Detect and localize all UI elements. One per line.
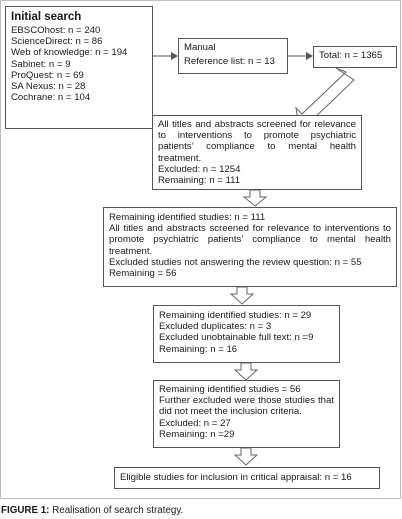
manual-title: Manual: [184, 42, 216, 53]
source-proquest: ProQuest: n = 69: [11, 69, 84, 81]
total-box: Total: n = 1365: [313, 46, 397, 68]
screening-2-excluded: Excluded studies not answering the revie…: [109, 256, 362, 268]
arrowhead-manual-to-total: [306, 52, 313, 60]
manual-reference-list: Reference list: n = 13: [184, 56, 275, 68]
eligible-box: Eligible studies for inclusion in critic…: [114, 467, 380, 489]
figure-caption: FIGURE 1: Realisation of search strategy…: [1, 505, 183, 516]
screening-3-unobtainable: Excluded unobtainable full text: n =9: [159, 332, 314, 344]
total-count: Total: n = 1365: [319, 50, 383, 61]
screening-1-remaining: Remaining: n = 111: [158, 175, 241, 187]
figure-caption-text: Realisation of search strategy.: [52, 505, 184, 516]
screening-4-identified: Remaining identified studies = 56: [159, 384, 301, 395]
screening-1-text: All titles and abstracts screened for re…: [158, 119, 356, 164]
screening-box-4: Remaining identified studies = 56 Furthe…: [153, 380, 340, 448]
arrowhead-initial-to-manual: [171, 52, 178, 60]
screening-1-excluded: Excluded: n = 1254: [158, 163, 241, 175]
screening-box-1: All titles and abstracts screened for re…: [152, 115, 362, 190]
source-web-of-knowledge: Web of knowledge: n = 194: [11, 47, 128, 59]
source-cochrane: Cochrane: n = 104: [11, 92, 91, 104]
screening-4-excluded: Excluded: n = 27: [159, 417, 231, 429]
screening-box-2: Remaining identified studies: n = 111 Al…: [103, 207, 397, 287]
screening-3-identified: Remaining identified studies: n = 29: [159, 310, 312, 321]
source-sciencedirect: ScienceDirect: n = 86: [11, 36, 103, 48]
source-sabinet: Sabinet: n = 9: [11, 58, 71, 70]
source-ebscohost: EBSCOhost: n = 240: [11, 25, 101, 36]
screening-box-3: Remaining identified studies: n = 29 Exc…: [153, 305, 340, 363]
initial-search-box: Initial search EBSCOhost: n = 240 Scienc…: [5, 6, 153, 129]
down-arrow-4: [233, 447, 259, 466]
screening-3-duplicates: Excluded duplicates: n = 3: [159, 321, 272, 333]
screening-4-remaining: Remaining: n =29: [159, 428, 235, 440]
figure-caption-label: FIGURE 1:: [1, 505, 50, 516]
initial-search-title: Initial search: [11, 11, 82, 23]
manual-box: Manual Reference list: n = 13: [178, 38, 288, 74]
down-arrow-3: [233, 362, 259, 381]
screening-3-remaining: Remaining: n = 16: [159, 343, 238, 355]
screening-2-remaining: Remaining = 56: [109, 268, 177, 280]
screening-2-identified: Remaining identified studies: n = 111: [109, 212, 266, 223]
eligible-studies: Eligible studies for inclusion in critic…: [120, 472, 352, 483]
down-arrow-1: [242, 189, 268, 207]
screening-4-text: Further excluded were those studies that…: [159, 395, 334, 418]
screening-2-text: All titles and abstracts screened for re…: [109, 223, 391, 257]
source-sa-nexus: SA Nexus: n = 28: [11, 81, 86, 93]
down-arrow-2: [229, 286, 255, 305]
